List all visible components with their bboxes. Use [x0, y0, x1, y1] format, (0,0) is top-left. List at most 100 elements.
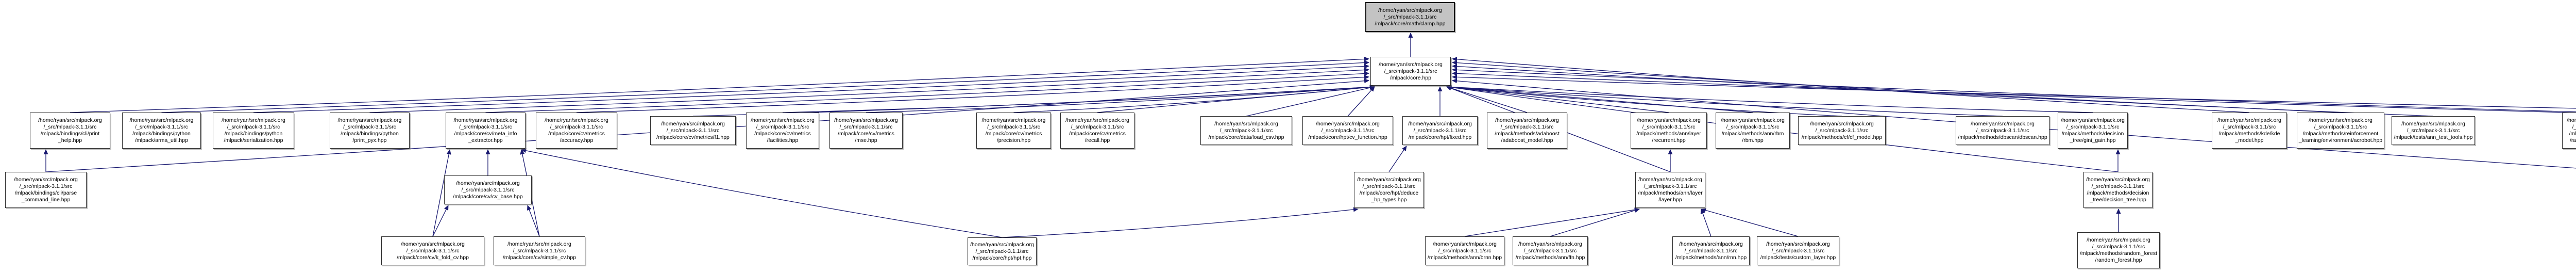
- graph-node-load_csv[interactable]: /home/ryan/src/mlpack.org/_src/mlpack-3.…: [1200, 116, 1292, 145]
- graph-node-decision_tree[interactable]: /home/ryan/src/mlpack.org/_src/mlpack-3.…: [2083, 172, 2153, 208]
- graph-node-acrobot[interactable]: /home/ryan/src/mlpack.org/_src/mlpack-3.…: [2297, 113, 2384, 149]
- graph-edge-mse-to-core: [866, 85, 1375, 113]
- graph-edge-accuracy-to-core: [576, 75, 1369, 113]
- node-label-line: /home/ryan/src/mlpack.org: [2086, 177, 2150, 183]
- node-label-line: _extractor.hpp: [468, 137, 503, 143]
- graph-node-deduce_hp_types[interactable]: /home/ryan/src/mlpack.org/_src/mlpack-3.…: [1354, 172, 1424, 208]
- graph-edge-facilities-to-core: [782, 85, 1375, 113]
- node-label-line: /mlpack/tests/ann_test_tools.hpp: [2394, 134, 2473, 140]
- graph-edge-custom_layer-to-layer: [1701, 208, 1799, 237]
- graph-node-simple_cv[interactable]: /home/ryan/src/mlpack.org/_src/mlpack-3.…: [494, 236, 585, 265]
- node-label-line: /facilities.hpp: [767, 137, 799, 143]
- graph-node-random_forest[interactable]: /home/ryan/src/mlpack.org/_src/mlpack-3.…: [2077, 232, 2160, 268]
- node-label-line: /mlpack/core/cv/metrics: [548, 131, 605, 137]
- graph-node-arma_util[interactable]: /home/ryan/src/mlpack.org/_src/mlpack-3.…: [122, 113, 201, 149]
- node-label-line: _help.hpp: [58, 137, 82, 143]
- graph-node-kde_model[interactable]: /home/ryan/src/mlpack.org/_src/mlpack-3.…: [2212, 113, 2287, 149]
- graph-node-core[interactable]: /home/ryan/src/mlpack.org/_src/mlpack-3.…: [1370, 57, 1451, 86]
- node-label-line: /home/ryan/src/mlpack.org: [1721, 117, 1785, 123]
- graph-node-mse[interactable]: /home/ryan/src/mlpack.org/_src/mlpack-3.…: [829, 113, 903, 149]
- graph-node-layer[interactable]: /home/ryan/src/mlpack.org/_src/mlpack-3.…: [1635, 172, 1705, 208]
- node-label-line: /_src/mlpack-3.1.1/src: [227, 124, 280, 130]
- node-label-line: /_src/mlpack-3.1.1/src: [1726, 124, 1780, 130]
- node-label-line: /_src/mlpack-3.1.1/src: [135, 124, 188, 130]
- node-label-line: /_src/mlpack-3.1.1/src: [513, 247, 566, 254]
- graph-node-hpt[interactable]: /home/ryan/src/mlpack.org/_src/mlpack-3.…: [968, 237, 1037, 265]
- graph-edge-gini_gain-to-core: [1446, 85, 2093, 113]
- node-label-line: /_src/mlpack-3.1.1/src: [1771, 247, 1825, 254]
- node-label-line: /_src/mlpack-3.1.1/src: [1321, 127, 1375, 134]
- node-label-line: /home/ryan/src/mlpack.org: [129, 117, 194, 123]
- node-label-line: /_src/mlpack-3.1.1/src: [1643, 183, 1697, 189]
- graph-node-gini_gain[interactable]: /home/ryan/src/mlpack.org/_src/mlpack-3.…: [2058, 113, 2128, 149]
- node-label-line: /home/ryan/src/mlpack.org: [1316, 120, 1380, 127]
- graph-node-clamp[interactable]: /home/ryan/src/mlpack.org/_src/mlpack-3.…: [1365, 2, 1455, 32]
- graph-edge-k_fold_cv-to-cv_base: [432, 205, 449, 237]
- node-label-line: /home/ryan/src/mlpack.org: [1637, 117, 1701, 123]
- node-label-line: /precision.hpp: [996, 137, 1031, 143]
- graph-node-k_fold_cv[interactable]: /home/ryan/src/mlpack.org/_src/mlpack-3.…: [381, 236, 484, 265]
- node-label-line: /home/ryan/src/mlpack.org: [981, 117, 1046, 123]
- node-label-line: /home/ryan/src/mlpack.org: [545, 117, 608, 123]
- node-label-line: /range_search_utils.hpp: [2569, 137, 2576, 143]
- node-label-line: /mlpack/methods/ann/rbm: [1721, 131, 1784, 137]
- node-label-line: /home/ryan/src/mlpack.org: [2087, 237, 2150, 243]
- graph-edge-acrobot-to-core: [1452, 60, 2341, 113]
- node-label-line: /mlpack/methods/ann/ffn.hpp: [1515, 254, 1585, 261]
- node-label-line: /mlpack/core/cv/metrics: [1069, 131, 1126, 137]
- graph-node-dbscan[interactable]: /home/ryan/src/mlpack.org/_src/mlpack-3.…: [1956, 116, 2049, 145]
- node-label-line: /mlpack/core/cv/metrics: [985, 131, 1042, 137]
- graph-node-rbm[interactable]: /home/ryan/src/mlpack.org/_src/mlpack-3.…: [1716, 113, 1790, 149]
- graph-node-rnn[interactable]: /home/ryan/src/mlpack.org/_src/mlpack-3.…: [1672, 236, 1750, 265]
- graph-node-ffn[interactable]: /home/ryan/src/mlpack.org/_src/mlpack-3.…: [1513, 236, 1588, 265]
- node-label-line: /home/ryan/src/mlpack.org: [1495, 117, 1559, 123]
- node-label-line: /_src/mlpack-3.1.1/src: [1219, 127, 1273, 134]
- graph-node-print_help[interactable]: /home/ryan/src/mlpack.org/_src/mlpack-3.…: [30, 113, 110, 149]
- graph-node-cf_model[interactable]: /home/ryan/src/mlpack.org/_src/mlpack-3.…: [1798, 116, 1886, 145]
- node-label-line: /_src/mlpack-3.1.1/src: [2066, 124, 2120, 130]
- node-label-line: /_src/mlpack-3.1.1/src: [666, 127, 720, 134]
- node-label-line: /home/ryan/src/mlpack.org: [834, 117, 898, 123]
- node-label-line: /recurrent.hpp: [1652, 137, 1686, 143]
- node-label-line: _hp_types.hpp: [1371, 197, 1407, 203]
- graph-node-parse_command_line[interactable]: /home/ryan/src/mlpack.org/_src/mlpack-3.…: [5, 172, 87, 208]
- graph-edge-range_search_utils-to-core: [1452, 67, 2576, 113]
- graph-node-py_serialization[interactable]: /home/ryan/src/mlpack.org/_src/mlpack-3.…: [213, 113, 294, 149]
- graph-node-cv_base[interactable]: /home/ryan/src/mlpack.org/_src/mlpack-3.…: [444, 175, 532, 204]
- node-label-line: /_src/mlpack-3.1.1/src: [1642, 124, 1696, 130]
- graph-node-range_search_utils[interactable]: /home/ryan/src/mlpack.org/_src/mlpack-3.…: [2562, 113, 2576, 149]
- graph-node-precision[interactable]: /home/ryan/src/mlpack.org/_src/mlpack-3.…: [976, 113, 1051, 149]
- graph-node-brnn[interactable]: /home/ryan/src/mlpack.org/_src/mlpack-3.…: [1425, 236, 1504, 265]
- node-label-line: /accuracy.hpp: [560, 137, 594, 143]
- node-label-line: /mlpack/methods/decision: [2087, 190, 2149, 196]
- node-label-line: /home/ryan/src/mlpack.org: [1810, 120, 1874, 127]
- graph-node-recurrent[interactable]: /home/ryan/src/mlpack.org/_src/mlpack-3.…: [1631, 113, 1707, 149]
- graph-node-f1[interactable]: /home/ryan/src/mlpack.org/_src/mlpack-3.…: [650, 116, 736, 145]
- graph-node-facilities[interactable]: /home/ryan/src/mlpack.org/_src/mlpack-3.…: [746, 113, 819, 149]
- node-label-line: /mlpack/serialization.hpp: [224, 137, 283, 143]
- node-label-line: /home/ryan/src/mlpack.org: [1379, 61, 1443, 68]
- graph-node-recall[interactable]: /home/ryan/src/mlpack.org/_src/mlpack-3.…: [1060, 113, 1134, 149]
- node-label-line: /_src/mlpack-3.1.1/src: [839, 124, 893, 130]
- node-label-line: /mlpack/bindings/python: [132, 131, 191, 137]
- graph-node-fixed[interactable]: /home/ryan/src/mlpack.org/_src/mlpack-3.…: [1402, 116, 1478, 145]
- node-label-line: /recall.hpp: [1084, 137, 1110, 143]
- node-label-line: /home/ryan/src/mlpack.org: [2309, 117, 2372, 123]
- node-label-line: /mlpack/methods/random_forest: [2080, 250, 2157, 257]
- node-label-line: /random_forest.hpp: [2095, 257, 2142, 263]
- graph-node-ann_test_tools[interactable]: /home/ryan/src/mlpack.org/_src/mlpack-3.…: [2392, 116, 2475, 145]
- node-label-line: /mlpack/core/cv/metrics: [754, 131, 811, 137]
- graph-node-accuracy[interactable]: /home/ryan/src/mlpack.org/_src/mlpack-3.…: [536, 113, 617, 149]
- node-label-line: /mlpack/core/hpt/deduce: [1359, 190, 1419, 196]
- node-label-line: /_src/mlpack-3.1.1/src: [1815, 127, 1869, 134]
- graph-node-custom_layer[interactable]: /home/ryan/src/mlpack.org/_src/mlpack-3.…: [1757, 236, 1839, 265]
- graph-node-meta_info[interactable]: /home/ryan/src/mlpack.org/_src/mlpack-3.…: [446, 113, 526, 149]
- graph-node-cv_function[interactable]: /home/ryan/src/mlpack.org/_src/mlpack-3.…: [1302, 116, 1393, 145]
- graph-node-adaboost_model[interactable]: /home/ryan/src/mlpack.org/_src/mlpack-3.…: [1487, 113, 1567, 149]
- node-label-line: /_src/mlpack-3.1.1/src: [1438, 247, 1492, 254]
- node-label-line: /mlpack/core/hpt/cv_function.hpp: [1308, 134, 1387, 140]
- graph-edge-rbm-to-core: [1446, 85, 1753, 113]
- node-label-line: /_src/mlpack-3.1.1/src: [1362, 183, 1416, 189]
- node-label-line: /home/ryan/src/mlpack.org: [38, 117, 102, 123]
- graph-node-print_pyx[interactable]: /home/ryan/src/mlpack.org/_src/mlpack-3.…: [330, 113, 410, 149]
